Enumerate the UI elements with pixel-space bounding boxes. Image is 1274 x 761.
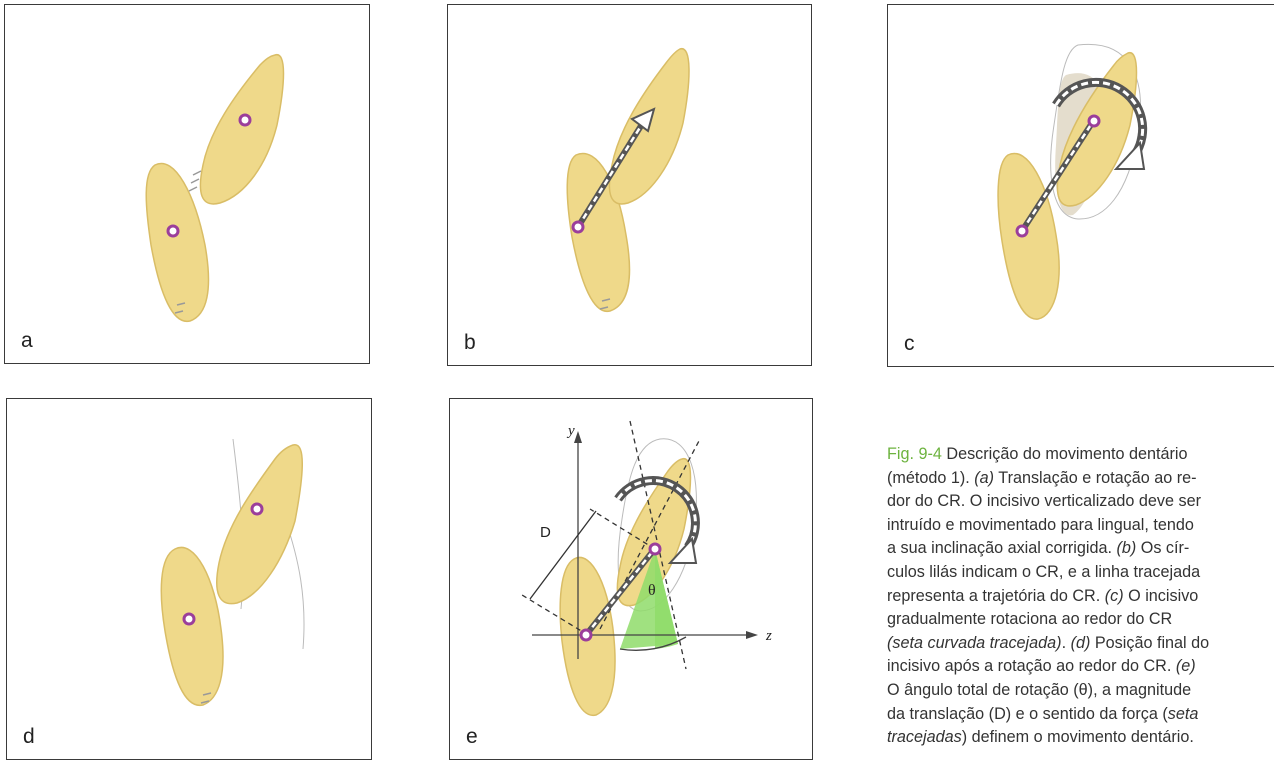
caption-text: dor do CR. O incisivo verticalizado deve… [887, 492, 1201, 510]
panel-c-illustration [888, 5, 1274, 367]
panel-label: e [466, 725, 478, 749]
caption-text: tracejadas [887, 728, 962, 746]
figure-number: Fig. 9-4 [887, 445, 942, 463]
distance-label: D [540, 524, 551, 541]
caption-line: representa a trajetória do CR. (c) O inc… [887, 585, 1274, 609]
caption-text: (b) [1116, 539, 1136, 557]
lower-incisor [146, 163, 208, 321]
figure-panel-b: b [447, 4, 812, 366]
center-of-resistance-upper [240, 115, 250, 125]
figure-panel-d: d [6, 398, 372, 760]
caption-text: O incisivo [1124, 587, 1199, 605]
caption-line: gradualmente rotaciona ao redor do CR [887, 608, 1274, 632]
caption-line: dor do CR. O incisivo verticalizado deve… [887, 490, 1274, 514]
caption-text: seta [1168, 705, 1199, 723]
figure-panel-c: c [887, 4, 1274, 367]
caption-text: representa a trajetória do CR. [887, 587, 1105, 605]
caption-line: O ângulo total de rotação (θ), a magnitu… [887, 679, 1274, 703]
caption-text: gradualmente rotaciona ao redor do CR [887, 610, 1172, 628]
caption-text: ) definem o movimento dentário. [962, 728, 1194, 746]
caption-text: . [1062, 634, 1071, 652]
axis-z-label: z [765, 628, 772, 644]
axis-z-arrow [746, 631, 758, 639]
center-of-resistance-start [1017, 226, 1027, 236]
center-of-resistance-lower [184, 614, 194, 624]
center-of-resistance-end [650, 544, 660, 554]
panel-label: d [23, 725, 35, 749]
center-of-resistance-start [581, 630, 591, 640]
bracket-upper [189, 171, 201, 191]
caption-text: Translação e rotação ao re- [994, 469, 1196, 487]
center-of-resistance-end [1089, 116, 1099, 126]
lower-incisor [998, 153, 1059, 319]
caption-text: da translação (D) e o sentido da força ( [887, 705, 1168, 723]
panel-d-illustration [7, 399, 372, 760]
caption-line: a sua inclinação axial corrigida. (b) Os… [887, 537, 1274, 561]
caption-text: (método 1). [887, 469, 974, 487]
caption-line: (método 1). (a) Translação e rotação ao … [887, 467, 1274, 491]
caption-text: Descrição do movimento dentário [942, 445, 1188, 463]
caption-text: Posição final do [1090, 634, 1209, 652]
caption-line: intruído e movimentado para lingual, ten… [887, 514, 1274, 538]
upper-incisor [217, 445, 303, 604]
caption-text: (e) [1176, 657, 1196, 675]
caption-text: (a) [974, 469, 994, 487]
center-of-resistance-lower [168, 226, 178, 236]
caption-line: Fig. 9-4 Descrição do movimento dentário [887, 443, 1274, 467]
figure-caption: Fig. 9-4 Descrição do movimento dentário… [887, 443, 1274, 750]
caption-line: culos lilás indicam o CR, e a linha trac… [887, 561, 1274, 585]
figure-panel-a: a [4, 4, 370, 364]
center-of-resistance-upper [252, 504, 262, 514]
axis-y-arrow [574, 431, 582, 443]
caption-text: incisivo após a rotação ao redor do CR. [887, 657, 1176, 675]
caption-text: (seta curvada tracejada) [887, 634, 1062, 652]
caption-line: tracejadas) definem o movimento dentário… [887, 726, 1274, 750]
panel-a-illustration [5, 5, 370, 364]
caption-text: (c) [1105, 587, 1124, 605]
caption-text: O ângulo total de rotação (θ), a magnitu… [887, 681, 1191, 699]
panel-b-illustration [448, 5, 812, 366]
caption-text: intruído e movimentado para lingual, ten… [887, 516, 1194, 534]
caption-line: (seta curvada tracejada). (d) Posição fi… [887, 632, 1274, 656]
caption-text: (d) [1071, 634, 1091, 652]
caption-text: culos lilás indicam o CR, e a linha trac… [887, 563, 1200, 581]
caption-text: Os cír- [1136, 539, 1189, 557]
figure-panel-e: y z D θ e [449, 398, 813, 760]
panel-e-illustration: y z D θ [450, 399, 813, 760]
panel-label: a [21, 329, 33, 353]
angle-label: θ [648, 582, 656, 599]
center-of-resistance [573, 222, 583, 232]
caption-text: a sua inclinação axial corrigida. [887, 539, 1116, 557]
lower-incisor [161, 547, 223, 705]
panel-label: b [464, 331, 476, 355]
panel-label: c [904, 332, 915, 356]
caption-line: incisivo após a rotação ao redor do CR. … [887, 655, 1274, 679]
caption-line: da translação (D) e o sentido da força (… [887, 703, 1274, 727]
upper-incisor [200, 55, 283, 204]
axis-y-label: y [566, 423, 575, 439]
